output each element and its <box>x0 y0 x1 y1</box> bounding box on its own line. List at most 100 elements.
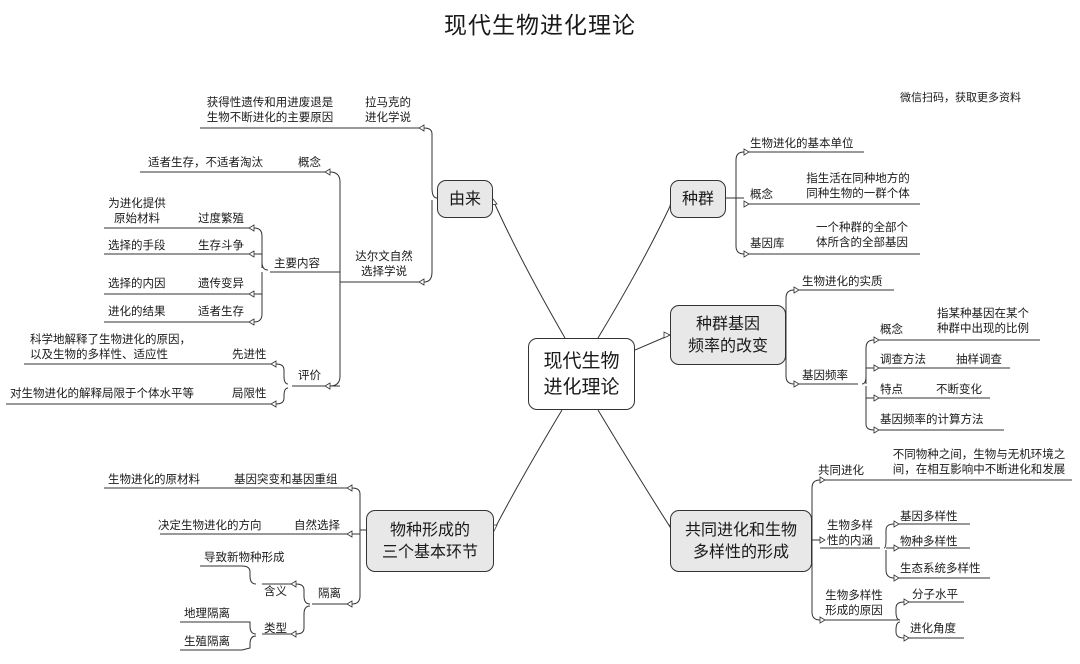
arrow-icon <box>793 286 800 294</box>
central-line: 现代生物 <box>543 350 620 372</box>
arrow-icon <box>903 634 910 642</box>
arrow-icon <box>873 426 880 434</box>
spec-isolation-label: 隔离 <box>318 586 341 600</box>
node-speciation[interactable]: 物种形成的 三个基本环节 <box>366 510 494 572</box>
edge-genefreq-fan <box>861 339 875 431</box>
arrow-icon <box>270 400 277 408</box>
arrow-icon <box>873 394 880 402</box>
arrow-icon <box>346 484 353 492</box>
gf-trait-label: 特点 <box>880 382 903 396</box>
arrow-icon <box>248 318 255 326</box>
darwin-concept-desc: 适者生存，不适者淘汰 <box>148 155 263 169</box>
node-origin[interactable]: 由来 <box>437 180 493 218</box>
content-item-label: 适者生存 <box>198 304 244 318</box>
pop-concept-desc: 指生活在同种地方的同种生物的一群个体 <box>806 171 910 200</box>
edge-cause-items <box>895 601 964 639</box>
arrow-icon <box>290 630 297 638</box>
node-speciation-label: 物种形成的 <box>389 520 470 539</box>
arrow-icon <box>819 476 826 484</box>
edge-spec-trunk <box>351 487 366 605</box>
darwin-concept-label: 概念 <box>298 155 321 169</box>
iso-meaning-desc: 导致新物种形成 <box>204 550 285 564</box>
lamarck-label: 拉马克的进化学说 <box>365 95 411 124</box>
arrow-icon <box>248 290 255 298</box>
edge-co-trunk <box>811 479 821 621</box>
co-cause-item: 进化角度 <box>910 621 956 635</box>
edge-origin-trunk <box>423 127 438 283</box>
arrow-icon <box>873 364 880 372</box>
co-content-item: 生态系统多样性 <box>900 561 981 575</box>
arrow-icon <box>873 336 880 344</box>
freq-essence: 生物进化的实质 <box>802 274 883 288</box>
arrow-icon <box>893 520 900 528</box>
darwin-label: 达尔文自然选择学说 <box>355 249 413 278</box>
content-item-desc: 选择的内因 <box>108 276 166 290</box>
spec-mutation-label: 基因突变和基因重组 <box>234 472 338 486</box>
gf-calc: 基因频率的计算方法 <box>880 412 984 426</box>
arrow-icon <box>819 536 826 544</box>
gf-trait-desc: 不断变化 <box>936 382 982 396</box>
pop-genepool-label: 基因库 <box>750 236 785 250</box>
arrow-icon <box>418 124 425 132</box>
arrow-icon <box>346 600 353 608</box>
node-frequency-label: 频率的改变 <box>687 336 768 355</box>
arrow-icon <box>743 200 750 208</box>
edge-eval-fan <box>275 363 289 405</box>
co-content-item: 物种多样性 <box>900 534 958 548</box>
gf-survey-label: 调查方法 <box>880 352 926 366</box>
gf-concept-desc: 指某种基因在某个种群中出现的比例 <box>937 306 1029 335</box>
iso-meaning-label: 含义 <box>264 584 287 598</box>
content-label: 主要内容 <box>274 256 320 270</box>
gf-survey-desc: 抽样调查 <box>956 352 1002 366</box>
content-item-desc: 进化的结果 <box>108 304 166 318</box>
iso-types-label: 类型 <box>264 621 287 635</box>
co-content-label: 生物多样性的内涵 <box>827 518 873 547</box>
edge-center-origin <box>492 199 566 339</box>
arrow-icon <box>418 278 425 286</box>
node-frequency[interactable]: 种群基因 频率的改变 <box>670 305 786 365</box>
arrow-icon <box>893 544 900 552</box>
node-population[interactable]: 种群 <box>670 180 726 218</box>
central-node[interactable]: 现代生物 进化理论 <box>528 338 635 410</box>
edge-center-population <box>597 199 674 339</box>
node-frequency-label: 种群基因 <box>695 314 760 333</box>
iso-type-item: 生殖隔离 <box>184 634 230 648</box>
limit-label: 局限性 <box>232 386 267 400</box>
arrow-icon <box>893 574 900 582</box>
arrow-icon <box>270 360 277 368</box>
edge-iso-fan <box>295 583 311 635</box>
content-item-label: 遗传变异 <box>198 276 244 290</box>
node-origin-label: 由来 <box>448 189 481 208</box>
content-item-desc: 选择的手段 <box>108 238 166 252</box>
node-population-label: 种群 <box>681 189 714 208</box>
co-cause-label: 生物多样性形成的原因 <box>825 588 883 617</box>
arrow-icon <box>903 598 910 606</box>
lamarck-desc: 获得性遗传和用进废退是生物不断进化的主要原因 <box>206 95 334 124</box>
node-coevolution-label: 多样性的形成 <box>692 542 789 561</box>
node-coevolution-label: 共同进化和生物 <box>684 520 797 539</box>
central-line: 进化理论 <box>543 376 620 398</box>
page-title: 现代生物进化理论 <box>444 13 636 39</box>
merit-label: 先进性 <box>232 347 267 361</box>
arrow-icon <box>743 148 750 156</box>
content-item-label: 生存斗争 <box>198 238 244 252</box>
co-content-item: 基因多样性 <box>900 509 958 523</box>
arrow-icon <box>248 250 255 258</box>
node-speciation-label: 三个基本环节 <box>381 542 478 561</box>
genefreq-label: 基因频率 <box>802 368 848 382</box>
eval-label: 评价 <box>298 368 321 382</box>
merit-desc: 科学地解释了生物进化的原因，以及生物的多样性、适应性 <box>30 332 191 361</box>
iso-type-item: 地理隔离 <box>184 606 230 620</box>
edge-center-speciation <box>493 409 563 531</box>
pop-genepool-desc: 一个种群的全部个体所含的全部基因 <box>816 220 908 249</box>
gf-concept-label: 概念 <box>880 322 903 336</box>
co-cause-item: 分子水平 <box>912 587 958 601</box>
arrow-icon <box>819 616 826 624</box>
content-item-label: 过度繁殖 <box>198 211 244 225</box>
arrow-icon <box>793 380 800 388</box>
pop-concept-label: 概念 <box>750 187 773 201</box>
node-coevolution[interactable]: 共同进化和生物 多样性的形成 <box>670 510 812 572</box>
spec-mutation-desc: 生物进化的原材料 <box>108 472 200 486</box>
edge-iso-meaning-desc <box>200 565 257 585</box>
